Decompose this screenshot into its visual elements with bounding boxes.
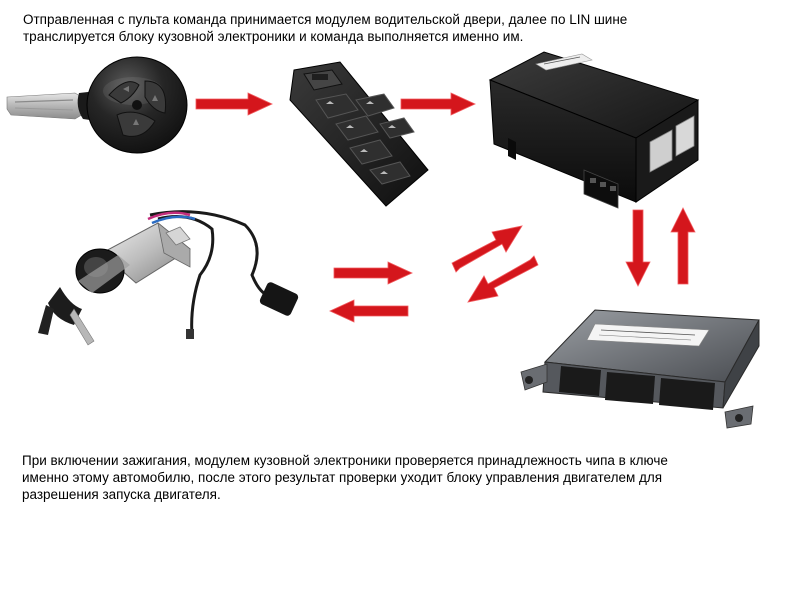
engine-ecu-icon	[520, 309, 760, 429]
arrow-up-ecu-to-bcm	[670, 207, 696, 285]
top-caption: Отправленная с пульта команда принимаетс…	[23, 11, 713, 45]
arrow-right-door-module-to-bcm	[400, 92, 476, 116]
bottom-caption: При включении зажигания, модулем кузовно…	[22, 452, 762, 503]
car-key-remote-icon	[6, 56, 188, 154]
arrow-diagonal-down-from-bcm	[467, 255, 539, 303]
top-caption-line-2: транслируется блоку кузовной электроники…	[23, 29, 524, 44]
window-switch-panel-icon	[289, 61, 429, 207]
arrow-down-bcm-to-ecu	[625, 209, 651, 287]
ignition-lock-icon	[38, 210, 299, 346]
bottom-caption-line-2: именно этому автомобилю, после этого рез…	[22, 470, 663, 485]
bottom-caption-line-1: При включении зажигания, модулем кузовно…	[22, 453, 668, 468]
arrow-right-key-to-door-module	[195, 92, 273, 116]
control-unit-box-icon	[488, 51, 700, 209]
bottom-caption-line-3: разрешения запуска двигателя.	[22, 487, 221, 502]
arrow-left-bcm-to-ignition	[329, 299, 409, 323]
arrow-diagonal-up-to-bcm	[451, 225, 523, 273]
top-caption-line-1: Отправленная с пульта команда принимаетс…	[23, 12, 628, 27]
arrow-right-ignition-to-bcm	[333, 261, 413, 285]
